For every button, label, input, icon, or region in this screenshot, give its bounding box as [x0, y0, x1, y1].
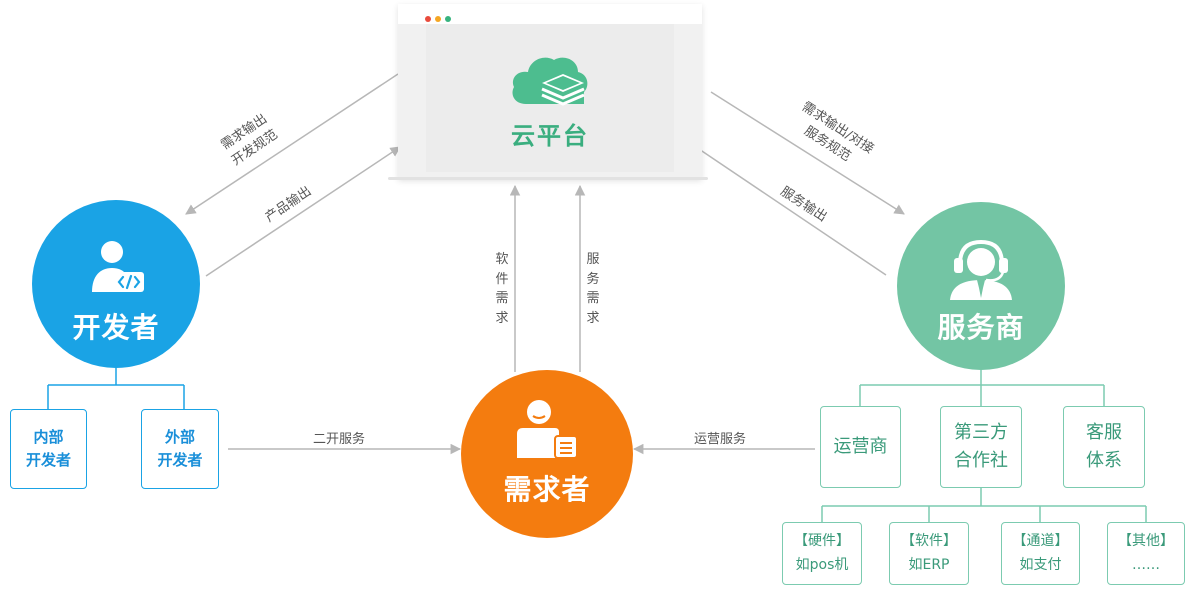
edge-label-service-demand: 服务需求 — [586, 252, 600, 326]
provider-type-line1: 客服 — [1086, 422, 1122, 444]
provider-type-line1: 运营商 — [833, 436, 888, 458]
provider-example-channel: 【通道】 如支付 — [1001, 522, 1080, 585]
provider-example-other: 【其他】 …… — [1107, 522, 1185, 585]
arrow-platform-to-developer — [185, 73, 399, 215]
provider-example-line1: 【硬件】 — [794, 533, 850, 550]
provider-example-hardware: 【硬件】 如pos机 — [782, 522, 862, 585]
window-titlebar — [398, 4, 702, 24]
platform-title: 云平台 — [511, 122, 589, 150]
arrow-provider-to-platform — [689, 142, 887, 276]
edge-label-provider-to-demand: 运营服务 — [694, 432, 747, 447]
headset-agent-icon — [950, 239, 1012, 300]
edge-label-developer-to-demand: 二开服务 — [313, 432, 366, 447]
developer-type-line2: 开发者 — [157, 451, 203, 469]
developer-code-icon — [92, 241, 144, 292]
demand-label: 需求者 — [503, 473, 591, 506]
developer-type-internal: 内部 开发者 — [10, 409, 87, 489]
provider-example-line2: 如pos机 — [795, 556, 849, 573]
provider-type-line2: 合作社 — [954, 450, 1008, 471]
developer-tree-lines — [47, 368, 185, 409]
developer-type-external: 外部 开发者 — [141, 409, 219, 489]
platform-window-base — [388, 177, 708, 180]
provider-example-line2: …… — [1132, 556, 1160, 573]
edge-label-software-demand: 软件需求 — [495, 252, 509, 326]
provider-type-operator: 运营商 — [820, 406, 901, 488]
developer-type-line2: 开发者 — [25, 451, 71, 469]
provider-type-line2: 体系 — [1086, 450, 1122, 471]
window-dot-red — [425, 16, 431, 22]
arrow-developer-to-platform — [205, 146, 401, 277]
provider-example-line1: 【软件】 — [901, 533, 957, 550]
window-dot-yellow — [435, 16, 441, 22]
provider-tree-lines — [821, 370, 1147, 522]
cloud-stack-icon — [512, 57, 588, 106]
provider-label: 服务商 — [937, 311, 1025, 344]
provider-example-line1: 【通道】 — [1012, 533, 1069, 550]
arrow-platform-to-provider — [710, 91, 905, 215]
provider-type-line1: 第三方 — [954, 422, 1008, 444]
window-dot-green — [445, 16, 451, 22]
person-document-icon — [517, 400, 578, 459]
provider-example-software: 【软件】 如ERP — [889, 522, 969, 585]
provider-type-customer-service: 客服 体系 — [1063, 406, 1145, 488]
developer-type-line1: 外部 — [164, 427, 195, 446]
provider-example-line2: 如支付 — [1019, 556, 1062, 573]
developer-type-line1: 内部 — [33, 427, 64, 446]
developer-label: 开发者 — [72, 311, 160, 344]
provider-type-third-party: 第三方 合作社 — [940, 406, 1022, 488]
provider-example-line1: 【其他】 — [1118, 533, 1174, 550]
platform-window: 云平台 — [398, 4, 702, 179]
provider-example-line2: 如ERP — [908, 556, 950, 573]
